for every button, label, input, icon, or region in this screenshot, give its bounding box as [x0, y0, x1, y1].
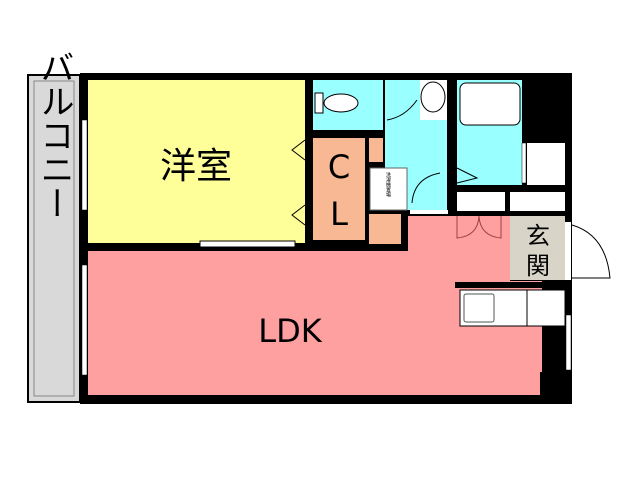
closet-door[interactable]	[291, 204, 306, 226]
kitchen-counter	[459, 289, 566, 327]
ldk	[88, 216, 510, 395]
storage	[527, 143, 565, 185]
sink-icon	[420, 81, 446, 113]
bath-door[interactable]	[456, 167, 479, 184]
window	[521, 142, 527, 184]
storage-door[interactable]	[456, 215, 502, 239]
window	[81, 264, 88, 376]
sink-icon	[463, 293, 495, 323]
closet-door[interactable]	[291, 139, 306, 161]
ldk-label: LDK	[258, 312, 322, 350]
door-swing[interactable]	[386, 99, 418, 121]
entrance-label-top: 玄	[526, 222, 550, 250]
entrance-door[interactable]	[565, 222, 611, 280]
window	[81, 119, 88, 211]
entrance	[510, 216, 565, 280]
toilet-icon	[314, 92, 359, 114]
closet	[313, 138, 365, 240]
western-room-label: 洋室	[160, 146, 232, 187]
door-swing[interactable]	[411, 172, 441, 204]
sliding-door[interactable]	[199, 240, 296, 248]
storage	[457, 192, 505, 211]
svg-text:洗濯機置場: 洗濯機置場	[385, 171, 391, 198]
storage	[510, 192, 565, 211]
entrance-label-bottom: 関	[526, 252, 550, 280]
western-room	[88, 80, 305, 243]
closet-label-bottom: L	[330, 195, 348, 233]
bathtub-icon	[459, 82, 521, 126]
pillar	[540, 372, 572, 404]
svg-text:バルコニー: バルコニー	[34, 50, 74, 220]
balcony-label: バルコニー	[34, 50, 74, 220]
window	[565, 314, 572, 371]
closet-label-top: C	[328, 148, 350, 186]
washer-space: 洗濯機置場	[369, 167, 408, 211]
balcony	[27, 74, 81, 403]
